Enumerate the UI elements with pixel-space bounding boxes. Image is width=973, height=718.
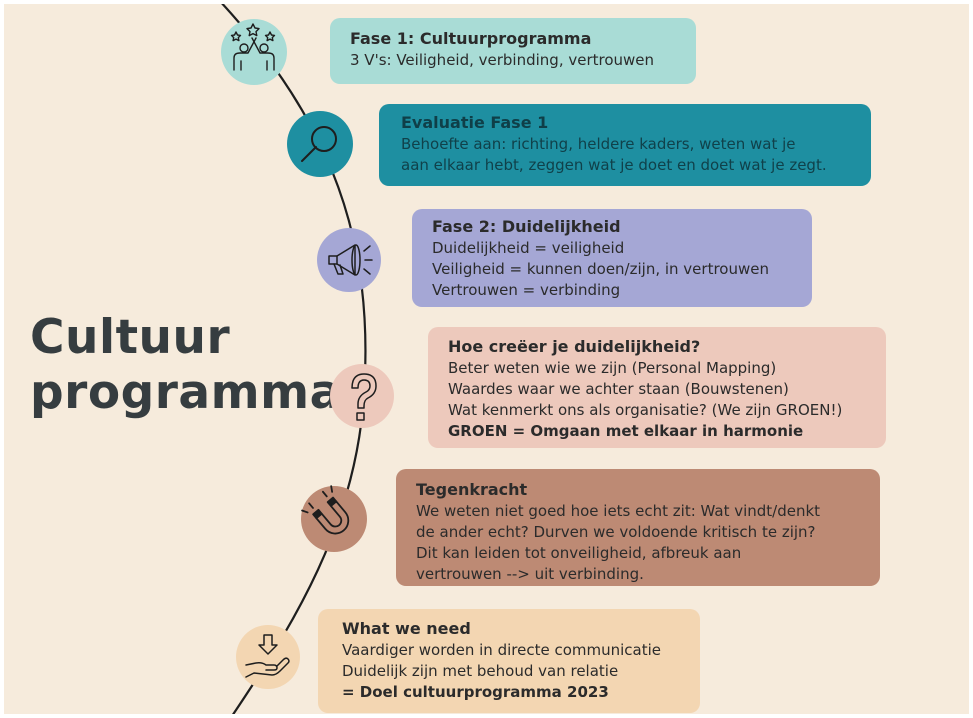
magnet-icon [301, 485, 367, 552]
infographic-canvas: Cultuur programma [4, 4, 969, 714]
card-line: Vertrouwen = verbinding [432, 281, 621, 299]
hand-arrow-icon [236, 625, 300, 689]
card-line: Duidelijkheid = veiligheid [432, 239, 625, 257]
magnifier-icon [287, 111, 353, 177]
card-line: aan elkaar hebt, zeggen wat je doet en d… [401, 156, 827, 174]
card-line: We weten niet goed hoe iets echt zit: Wa… [416, 502, 821, 520]
timeline [221, 4, 394, 714]
card-bold-line: GROEN = Omgaan met elkaar in harmonie [448, 422, 804, 440]
card-counterforce: Tegenkracht We weten niet goed hoe iets … [396, 469, 880, 586]
card-bold-line: = Doel cultuurprogramma 2023 [342, 683, 609, 701]
card-line: vertrouwen --> uit verbinding. [416, 565, 644, 583]
timeline-curve [221, 4, 367, 714]
question-mark-icon [330, 364, 394, 428]
card-heading: Hoe creëer je duidelijkheid? [448, 337, 701, 356]
card-line: Dit kan leiden tot onveiligheid, afbreuk… [416, 544, 742, 562]
card-evaluation-phase-1: Evaluatie Fase 1 Behoefte aan: richting,… [379, 104, 871, 186]
card-line: Veiligheid = kunnen doen/zijn, in vertro… [432, 260, 769, 278]
card-phase-2: Fase 2: Duidelijkheid Duidelijkheid = ve… [412, 209, 812, 307]
card-heading: Evaluatie Fase 1 [401, 113, 549, 132]
megaphone-icon [317, 228, 381, 292]
card-line: 3 V's: Veiligheid, verbinding, vertrouwe… [350, 51, 655, 69]
card-phase-1: Fase 1: Cultuurprogramma 3 V's: Veilighe… [330, 18, 696, 84]
team-stars-icon [221, 19, 287, 85]
card-how-to-create-clarity: Hoe creëer je duidelijkheid? Beter weten… [428, 327, 886, 448]
main-title: Cultuur programma [30, 310, 342, 420]
card-what-we-need: What we need Vaardiger worden in directe… [318, 609, 700, 713]
card-heading: Tegenkracht [416, 480, 528, 499]
card-heading: What we need [342, 619, 471, 638]
title-line-2: programma [30, 365, 342, 420]
card-line: Vaardiger worden in directe communicatie [342, 641, 661, 659]
card-line: Beter weten wie we zijn (Personal Mappin… [448, 359, 777, 377]
card-line: Behoefte aan: richting, heldere kaders, … [401, 135, 796, 153]
card-line: Wat kenmerkt ons als organisatie? (We zi… [448, 401, 843, 419]
title-line-1: Cultuur [30, 310, 231, 365]
card-heading: Fase 1: Cultuurprogramma [350, 29, 592, 48]
card-heading: Fase 2: Duidelijkheid [432, 217, 621, 236]
card-line: Duidelijk zijn met behoud van relatie [342, 662, 619, 680]
card-line: Waardes waar we achter staan (Bouwstenen… [448, 380, 789, 398]
card-line: de ander echt? Durven we voldoende kriti… [416, 523, 816, 541]
